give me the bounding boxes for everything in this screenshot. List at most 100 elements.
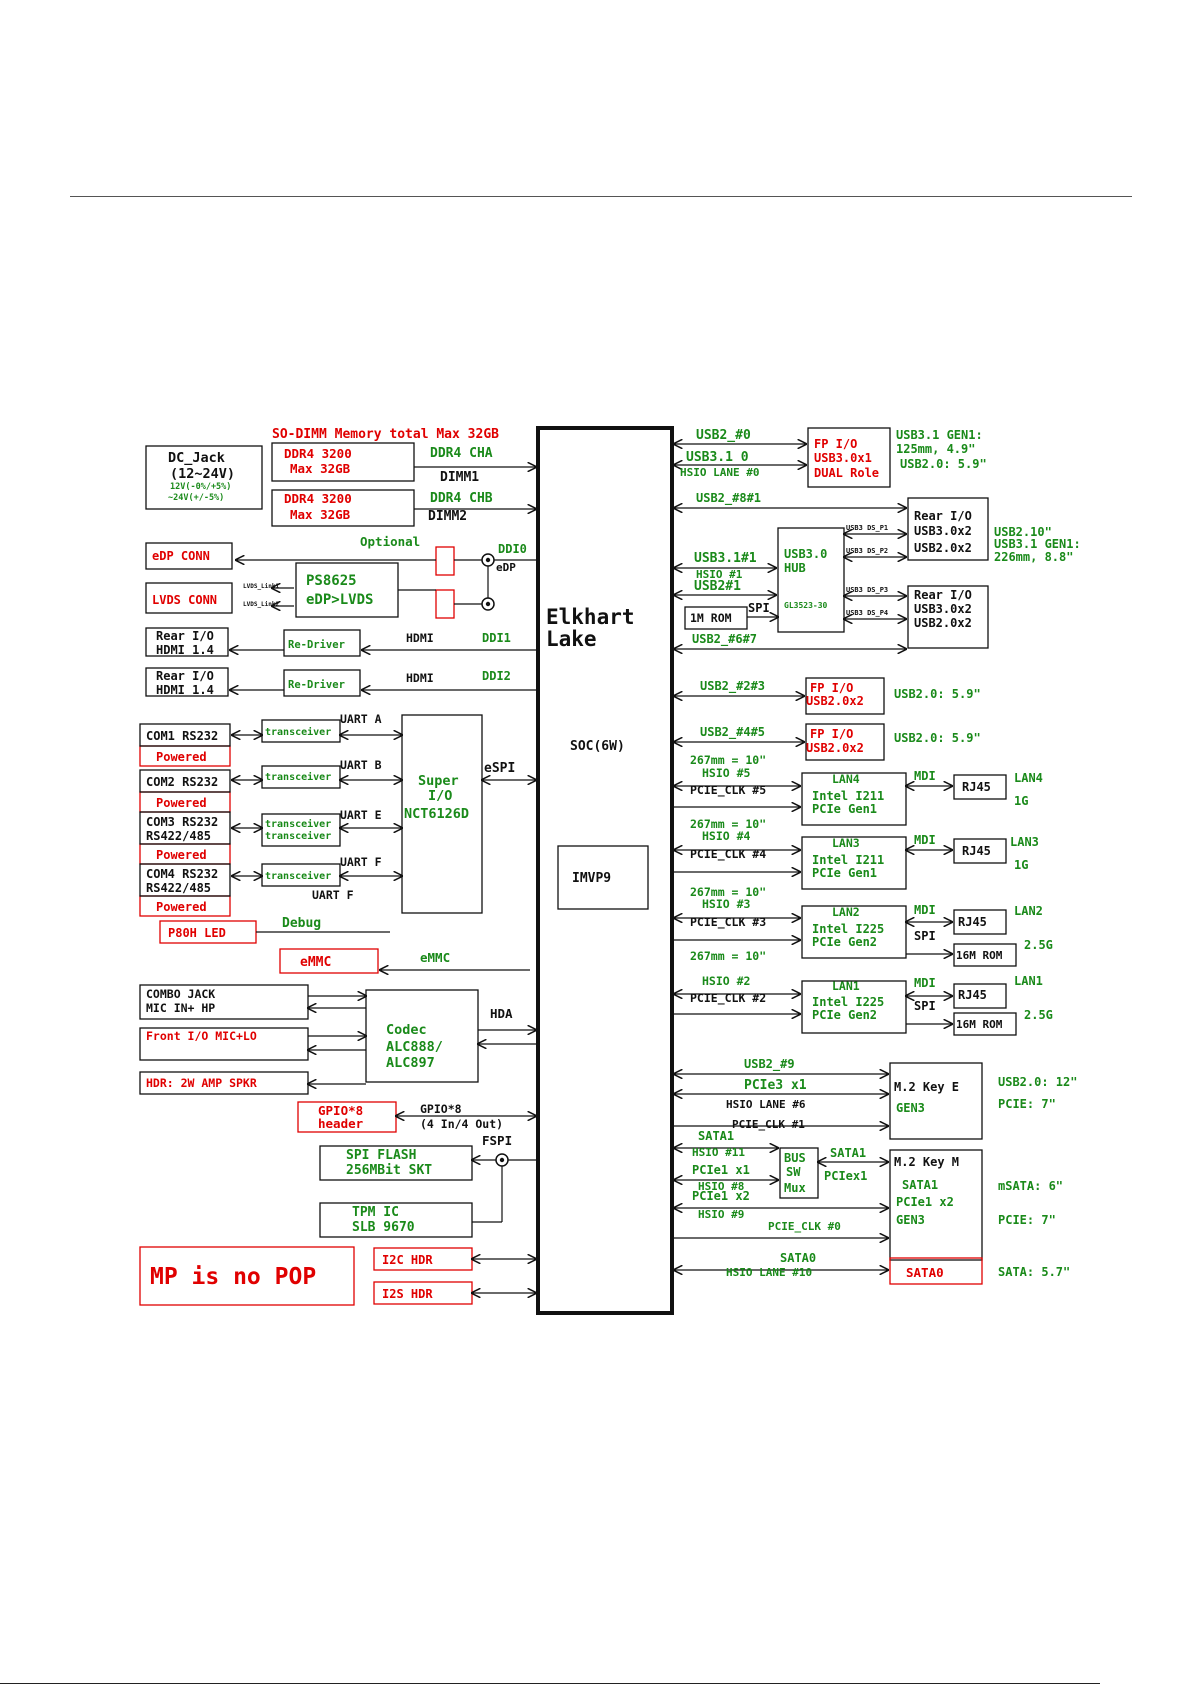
com2-label: COM2 RS232 (146, 775, 218, 789)
imvp-box (557, 845, 649, 910)
usb31-1: USB3.1#1 (694, 551, 757, 566)
superio-l2: I/O (428, 788, 452, 804)
ds-p2: USB3 DS_P2 (846, 547, 888, 555)
fp2-note: USB2.0: 5.9" (894, 687, 981, 701)
ps8625-l2: eDP>LVDS (306, 592, 373, 608)
memory-title: SO-DIMM Memory total Max 32GB (272, 427, 499, 442)
edp-conn-box (145, 542, 233, 570)
com4-label-1: COM4 RS232 (146, 867, 218, 881)
rom1m-box (684, 606, 748, 630)
fp3-box (805, 723, 885, 761)
keym-l4: GEN3 (896, 1213, 925, 1227)
mux-l1: BUS (784, 1151, 806, 1165)
lan2-mdi: MDI (914, 903, 936, 917)
lan3-l3: PCIe Gen1 (812, 866, 877, 880)
lan2-l3: PCIe Gen2 (812, 935, 877, 949)
lan2-spi: SPI (914, 929, 936, 943)
lan2-name: LAN2 (1014, 904, 1043, 918)
hdmi2-l2: HDMI 1.4 (156, 683, 214, 697)
codec-l2: ALC888/ (386, 1039, 443, 1055)
redriver2-box (283, 669, 361, 697)
mp-box (139, 1246, 355, 1306)
combo-l2: MIC IN+ HP (146, 1001, 215, 1015)
lan1-l1: LAN1 (832, 979, 860, 993)
uart-f-2: UART F (312, 888, 354, 902)
dimm1-box (271, 442, 415, 482)
dc-jack-box (145, 445, 263, 510)
lvds-link1: LVDS_Link1 (243, 583, 280, 590)
lvds-link2: LVDS_Link2 (243, 601, 280, 608)
lan4-name: LAN4 (1014, 771, 1043, 785)
superio-l1: Super (418, 773, 459, 789)
rom16-2-box (953, 943, 1017, 967)
lan4-rj45: RJ45 (962, 780, 991, 794)
lan1-l2: Intel I225 (812, 995, 884, 1009)
edp-opt-resistor-2 (435, 589, 455, 619)
rear2-l2: USB3.0x2 (914, 602, 972, 616)
front-box (139, 1027, 309, 1061)
dimm2-line2: Max 32GB (290, 507, 351, 522)
fp2-box (805, 677, 885, 715)
sata1-bus: SATA1 (698, 1129, 734, 1143)
fspi-label: FSPI (482, 1133, 512, 1148)
dimm1-line1: DDR4 3200 (284, 446, 352, 461)
tpm-l2: SLB 9670 (352, 1220, 415, 1235)
ds-p3: USB3 DS_P3 (846, 586, 888, 594)
emmc-box-label: eMMC (300, 955, 331, 970)
lan4-l3: PCIe Gen1 (812, 802, 877, 816)
p80h-label: P80H LED (168, 926, 226, 940)
fp3-l2: USB2.0x2 (806, 741, 864, 755)
lan3-len: 267mm = 10" (690, 817, 766, 831)
lan1-l3: PCIe Gen2 (812, 1008, 877, 1022)
keym-note1: mSATA: 6" (998, 1179, 1063, 1193)
i2s-label: I2S HDR (382, 1287, 433, 1301)
hsio-1: HSIO #1 (696, 568, 743, 581)
com3-powered: Powered (156, 848, 207, 862)
lan2-speed: 2.5G (1024, 938, 1053, 952)
usb2-9: USB2_#9 (744, 1057, 795, 1072)
combo-l1: COMBO JACK (146, 987, 215, 1001)
com3-label-2: RS422/485 (146, 829, 211, 843)
gpio-box-l2: header (318, 1116, 364, 1131)
pcie-clk-1: PCIE_CLK #1 (732, 1118, 805, 1131)
spkr-label: HDR: 2W AMP SPKR (146, 1076, 257, 1090)
rear-usb1-box (907, 497, 989, 561)
lan4-hsio: HSIO #5 (702, 766, 751, 780)
dc-jack-l4: ~24V(+/-5%) (168, 493, 224, 503)
lan3-hsio: HSIO #4 (702, 829, 751, 843)
lan3-rj45: RJ45 (962, 844, 991, 858)
uart-e: UART E (340, 808, 382, 822)
lan2-len: 267mm = 10" (690, 885, 766, 899)
lan1-len: 267mm = 10" (690, 949, 766, 963)
lan4-speed: 1G (1014, 794, 1028, 808)
dimm1-bus: DDR4 CHA (430, 446, 493, 461)
usb2-6-7: USB2_#6#7 (692, 632, 757, 647)
gpio-bus-l2: (4 In/4 Out) (420, 1117, 503, 1131)
hsio-9: HSIO #9 (698, 1208, 744, 1221)
pcie1-x1: PCIe1 x1 (692, 1163, 750, 1177)
hdmi2-bus: HDMI (406, 671, 434, 685)
rear1-l1: Rear I/O (914, 509, 972, 523)
spi-flash-l2: 256MBit SKT (346, 1163, 432, 1178)
i2c-label: I2C HDR (382, 1253, 433, 1267)
rear-note-l2: USB3.1 GEN1: (994, 537, 1081, 551)
fp3-note: USB2.0: 5.9" (894, 731, 981, 745)
ds-p4: USB3 DS_P4 (846, 609, 888, 617)
rj45-4-box (953, 774, 1007, 800)
rj45-2-box (953, 909, 1007, 935)
hsio-8: HSIO #8 (698, 1180, 744, 1193)
lan1-hsio: HSIO #2 (702, 974, 750, 988)
fp1-note-l2: 125mm, 4.9" (896, 442, 975, 456)
sata0-box (889, 1257, 983, 1285)
com1-label: COM1 RS232 (146, 729, 218, 743)
hub-spi: SPI (748, 601, 770, 615)
optional-label: Optional (360, 534, 420, 549)
hsio-11: HSIO #11 (692, 1146, 745, 1159)
mp-label: MP is no POP (150, 1264, 316, 1290)
mux-l3: Mux (784, 1181, 806, 1195)
lan4-mdi: MDI (914, 769, 936, 783)
imvp-label: IMVP9 (572, 871, 611, 886)
sata0-bus: SATA0 (780, 1251, 816, 1265)
lan2-l2: Intel I225 (812, 922, 884, 936)
dc-jack-l2: (12~24V) (170, 466, 235, 482)
